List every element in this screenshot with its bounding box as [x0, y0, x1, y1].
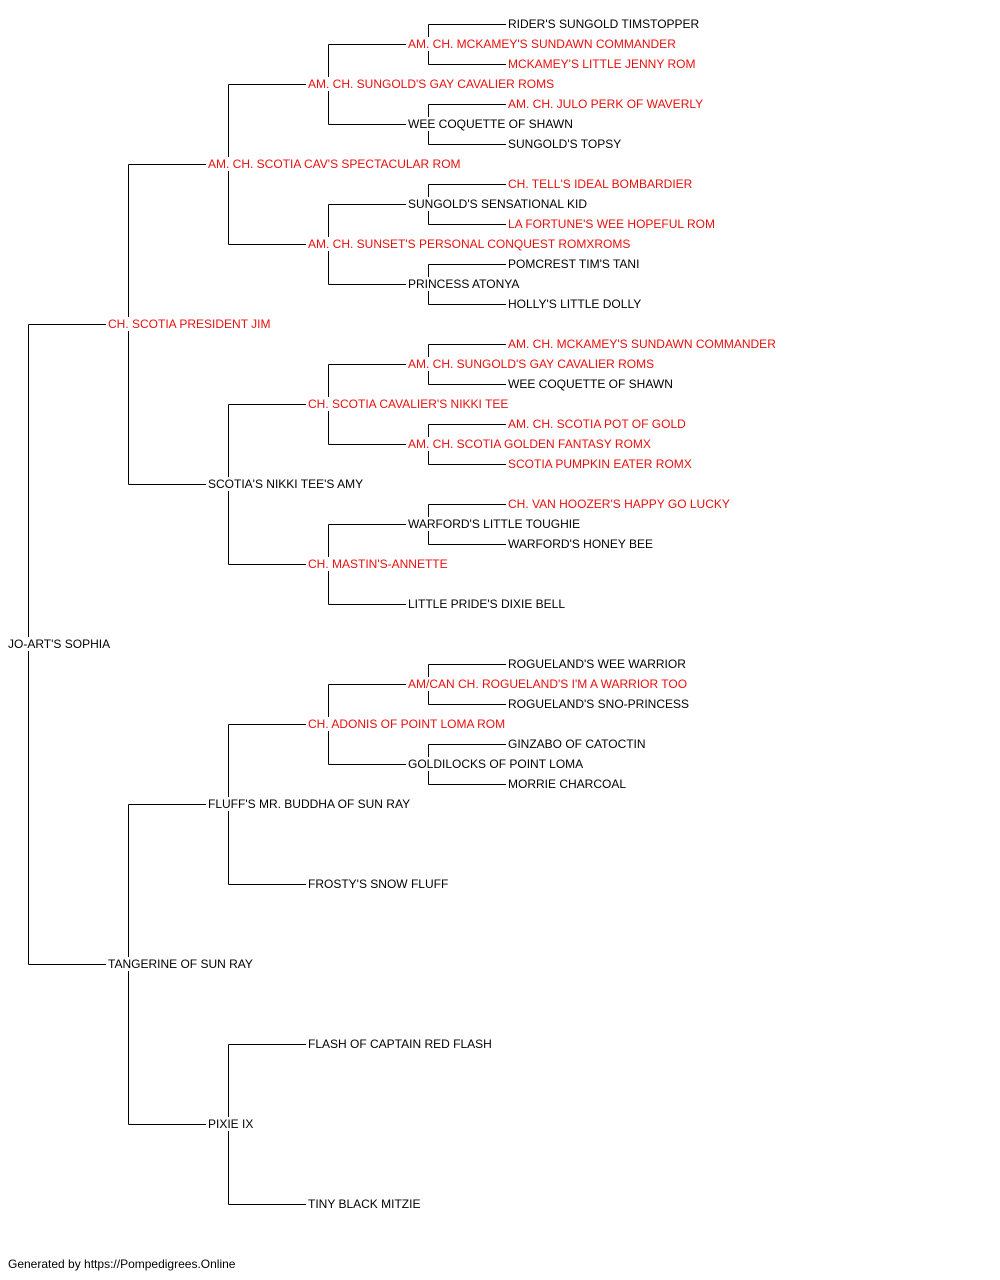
- dog-scotia-s-nikki-tee-s-amy: SCOTIA'S NIKKI TEE'S AMY: [208, 477, 365, 491]
- dog-am-ch-julo-perk-of-waverly: AM. CH. JULO PERK OF WAVERLY: [508, 97, 705, 111]
- dog-am-ch-scotia-pot-of-gold: AM. CH. SCOTIA POT OF GOLD: [508, 417, 687, 431]
- dog-tiny-black-mitzie: TINY BLACK MITZIE: [308, 1197, 422, 1211]
- dog-princess-atonya: PRINCESS ATONYA: [408, 277, 521, 291]
- dog-sungold-s-sensational-kid: SUNGOLD'S SENSATIONAL KID: [408, 197, 588, 211]
- dog-ch-scotia-cavalier-s-nikki-tee: CH. SCOTIA CAVALIER'S NIKKI TEE: [308, 397, 510, 411]
- dog-am-ch-mckamey-s-sundawn-commander: AM. CH. MCKAMEY'S SUNDAWN COMMANDER: [508, 337, 777, 351]
- dog-ch-tell-s-ideal-bombardier: CH. TELL'S IDEAL BOMBARDIER: [508, 177, 694, 191]
- dog-jo-art-s-sophia: JO-ART'S SOPHIA: [8, 637, 112, 651]
- dog-warford-s-little-toughie: WARFORD'S LITTLE TOUGHIE: [408, 517, 582, 531]
- dog-frosty-s-snow-fluff: FROSTY'S SNOW FLUFF: [308, 877, 450, 891]
- dog-am-ch-sungold-s-gay-cavalier-roms: AM. CH. SUNGOLD'S GAY CAVALIER ROMS: [308, 77, 556, 91]
- dog-rogueland-s-wee-warrior: ROGUELAND'S WEE WARRIOR: [508, 657, 687, 671]
- dog-warford-s-honey-bee: WARFORD'S HONEY BEE: [508, 537, 654, 551]
- dog-little-pride-s-dixie-bell: LITTLE PRIDE'S DIXIE BELL: [408, 597, 567, 611]
- dog-tangerine-of-sun-ray: TANGERINE OF SUN RAY: [108, 957, 254, 971]
- dog-pomcrest-tim-s-tani: POMCREST TIM'S TANI: [508, 257, 641, 271]
- dog-morrie-charcoal: MORRIE CHARCOAL: [508, 777, 628, 791]
- dog-ch-mastin-s-annette: CH. MASTIN'S-ANNETTE: [308, 557, 449, 571]
- dog-la-fortune-s-wee-hopeful-rom: LA FORTUNE'S WEE HOPEFUL ROM: [508, 217, 716, 231]
- dog-rider-s-sungold-timstopper: RIDER'S SUNGOLD TIMSTOPPER: [508, 17, 701, 31]
- dog-holly-s-little-dolly: HOLLY'S LITTLE DOLLY: [508, 297, 643, 311]
- dog-am-ch-scotia-cav-s-spectacular-rom: AM. CH. SCOTIA CAV'S SPECTACULAR ROM: [208, 157, 462, 171]
- dog-pixie-ix: PIXIE IX: [208, 1117, 255, 1131]
- dog-ch-scotia-president-jim: CH. SCOTIA PRESIDENT JIM: [108, 317, 272, 331]
- generated-by-footer: Generated by https://Pompedigrees.Online: [8, 1257, 236, 1271]
- dog-am-ch-mckamey-s-sundawn-commander: AM. CH. MCKAMEY'S SUNDAWN COMMANDER: [408, 37, 677, 51]
- dog-wee-coquette-of-shawn: WEE COQUETTE OF SHAWN: [408, 117, 574, 131]
- dog-scotia-pumpkin-eater-romx: SCOTIA PUMPKIN EATER ROMX: [508, 457, 693, 471]
- dog-am-ch-sunset-s-personal-conquest-romxroms: AM. CH. SUNSET'S PERSONAL CONQUEST ROMXR…: [308, 237, 632, 251]
- dog-am-ch-sungold-s-gay-cavalier-roms: AM. CH. SUNGOLD'S GAY CAVALIER ROMS: [408, 357, 656, 371]
- dog-am-can-ch-rogueland-s-i-m-a-warrior-too: AM/CAN CH. ROGUELAND'S I'M A WARRIOR TOO: [408, 677, 689, 691]
- dog-wee-coquette-of-shawn: WEE COQUETTE OF SHAWN: [508, 377, 674, 391]
- dog-flash-of-captain-red-flash: FLASH OF CAPTAIN RED FLASH: [308, 1037, 493, 1051]
- dog-rogueland-s-sno-princess: ROGUELAND'S SNO-PRINCESS: [508, 697, 690, 711]
- dog-mckamey-s-little-jenny-rom: MCKAMEY'S LITTLE JENNY ROM: [508, 57, 697, 71]
- dog-ch-van-hoozer-s-happy-go-lucky: CH. VAN HOOZER'S HAPPY GO LUCKY: [508, 497, 731, 511]
- dog-ginzabo-of-catoctin: GINZABO OF CATOCTIN: [508, 737, 647, 751]
- dog-ch-adonis-of-point-loma-rom: CH. ADONIS OF POINT LOMA ROM: [308, 717, 507, 731]
- dog-am-ch-scotia-golden-fantasy-romx: AM. CH. SCOTIA GOLDEN FANTASY ROMX: [408, 437, 652, 451]
- dog-fluff-s-mr-buddha-of-sun-ray: FLUFF'S MR. BUDDHA OF SUN RAY: [208, 797, 412, 811]
- dog-goldilocks-of-point-loma: GOLDILOCKS OF POINT LOMA: [408, 757, 585, 771]
- dog-sungold-s-topsy: SUNGOLD'S TOPSY: [508, 137, 623, 151]
